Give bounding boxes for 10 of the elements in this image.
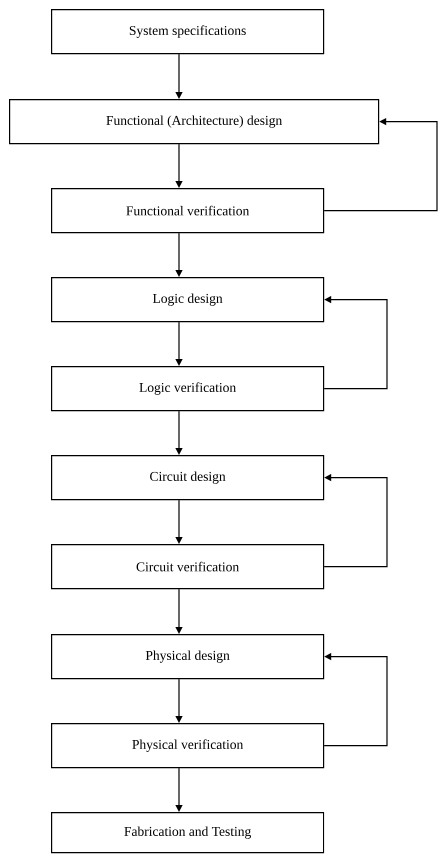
process-box: Functional (Architecture) design (9, 99, 380, 144)
process-box: Functional verification (51, 188, 324, 234)
process-box: Logic design (51, 277, 324, 322)
process-box: System specifications (51, 9, 324, 54)
process-box: Logic verification (51, 366, 324, 412)
process-box: Circuit design (51, 455, 324, 500)
process-box: Fabrication and Testing (51, 812, 324, 854)
process-box: Physical design (51, 634, 324, 680)
process-box: Physical verification (51, 723, 324, 768)
process-box: Circuit verification (51, 544, 324, 590)
